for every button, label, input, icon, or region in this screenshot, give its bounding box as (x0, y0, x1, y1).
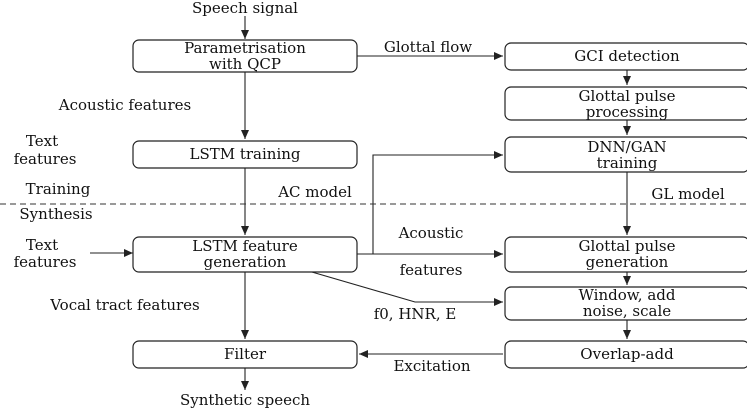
dnn-gan-line2: training (597, 154, 658, 172)
acoustic-features-label: Acoustic features (58, 96, 191, 114)
filter-label: Filter (224, 345, 267, 363)
synthesis-label: Synthesis (19, 205, 92, 223)
arrow-generation-to-window (304, 269, 503, 306)
speech-signal-label: Speech signal (192, 0, 298, 17)
lstm-generation-line2: generation (204, 253, 287, 271)
training-label: Training (26, 180, 91, 198)
parametrisation-box (132, 39, 358, 73)
lstm-training-label: LSTM training (189, 145, 300, 163)
dnn-gan-line1: DNN/GAN (587, 138, 666, 156)
glottal-pulse-generation-line1: Glottal pulse (578, 237, 675, 255)
glottal-pulse-processing-line2: processing (586, 103, 669, 121)
window-box (504, 286, 747, 321)
glottal-pulse-processing-box (504, 86, 747, 121)
acoustic-features-mid-line1: Acoustic (398, 224, 464, 242)
lstm-generation-line1: LSTM feature (192, 237, 298, 255)
lstm-training-box (132, 140, 358, 169)
window-line1: Window, add (579, 286, 676, 304)
glottal-pulse-processing-line1: Glottal pulse (578, 87, 675, 105)
glottal-pulse-generation-line2: generation (586, 253, 669, 271)
vocal-tract-features-label: Vocal tract features (49, 296, 200, 314)
acoustic-features-mid-line2: features (400, 261, 463, 279)
overlap-add-box (504, 340, 747, 369)
filter-box (132, 340, 358, 369)
glottal-pulse-generation-box (504, 236, 747, 273)
overlap-add-label: Overlap-add (580, 345, 674, 363)
ac-model-label: AC model (277, 183, 352, 201)
text-features-bottom-line2: features (14, 253, 77, 271)
text-features-top-line2: features (14, 150, 77, 168)
f0-hnr-e-label: f0, HNR, E (374, 305, 457, 323)
text-features-top-line1: Text (26, 132, 58, 150)
gl-model-label: GL model (651, 185, 724, 203)
dnn-gan-box (504, 136, 747, 173)
synthetic-speech-label: Synthetic speech (180, 391, 310, 409)
parametrisation-label-line1: Parametrisation (184, 39, 306, 57)
window-line2: noise, scale (583, 302, 671, 320)
text-features-bottom-line1: Text (26, 236, 58, 254)
excitation-label: Excitation (393, 357, 470, 375)
gci-detection-label: GCI detection (574, 47, 680, 65)
glottal-flow-label: Glottal flow (384, 38, 472, 56)
lstm-generation-box (132, 236, 358, 273)
arrow-acoustic-to-dnn (372, 151, 503, 254)
parametrisation-label-line2: with QCP (209, 55, 281, 73)
gci-detection-box (504, 42, 747, 71)
